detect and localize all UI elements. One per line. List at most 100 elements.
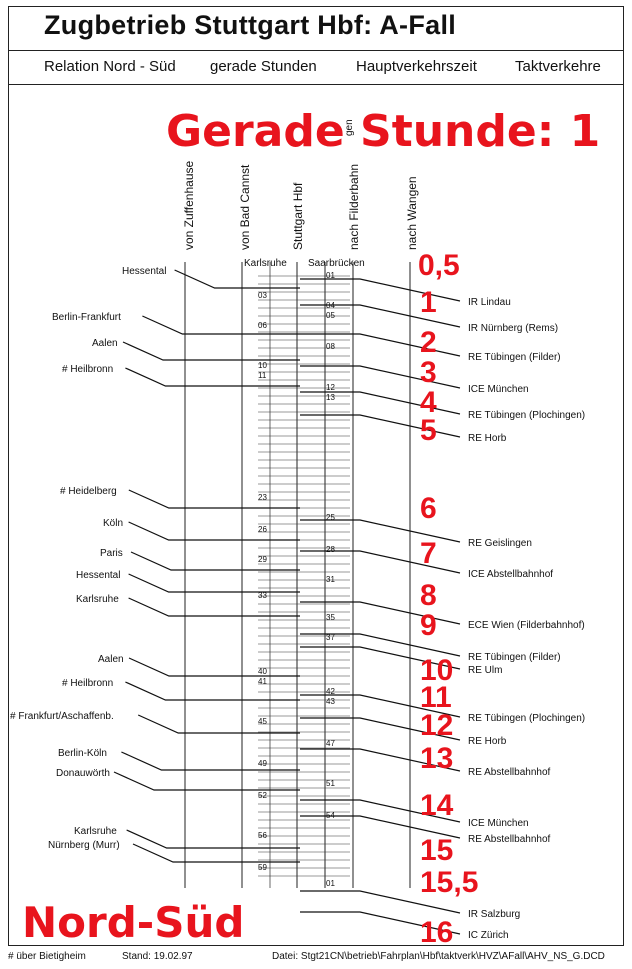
minute-mark: 35 bbox=[326, 613, 335, 622]
train-path-in bbox=[121, 751, 300, 771]
track-label-saarbruecken: Saarbrücken bbox=[308, 258, 365, 269]
minute-mark: 23 bbox=[258, 493, 267, 502]
red-index-number: 4 bbox=[420, 386, 437, 419]
train-path-out bbox=[300, 391, 461, 415]
column-label: nach Wangen bbox=[405, 176, 419, 250]
train-path-in bbox=[128, 573, 300, 593]
train-path-in bbox=[125, 681, 300, 701]
title-divider bbox=[8, 50, 624, 51]
destination-label: ECE Wien (Filderbahnhof) bbox=[468, 620, 585, 631]
train-path-out bbox=[300, 646, 461, 670]
subheader-divider bbox=[8, 84, 624, 85]
page-frame bbox=[8, 6, 624, 946]
red-index-number: 16 bbox=[420, 916, 453, 949]
minute-mark: 37 bbox=[326, 633, 335, 642]
footer-datei: Datei: Stgt21CN\betrieb\Fahrplan\Hbf\tak… bbox=[272, 951, 605, 962]
destination-label: RE Tübingen (Plochingen) bbox=[468, 410, 585, 421]
origin-label: # Heilbronn bbox=[62, 364, 113, 375]
train-path-out bbox=[300, 694, 461, 718]
minute-mark: 49 bbox=[258, 759, 267, 768]
red-index-number: 5 bbox=[420, 414, 437, 447]
minute-mark: 47 bbox=[326, 739, 335, 748]
minute-mark: 42 bbox=[326, 687, 335, 696]
red-index-number: 1 bbox=[420, 286, 437, 319]
train-path-out bbox=[300, 333, 461, 357]
origin-label: Aalen bbox=[92, 338, 118, 349]
zeit-label: Hauptverkehrszeit bbox=[356, 58, 477, 75]
column-label: von Bad Cannst bbox=[238, 164, 252, 250]
minute-mark: 41 bbox=[258, 677, 267, 686]
origin-label: # Frankfurt/Aschaffenb. bbox=[10, 711, 114, 722]
column-label: nach Filderbahn bbox=[347, 164, 361, 250]
track-label-karlsruhe: Karlsruhe bbox=[244, 258, 287, 269]
origin-label: Donauwörth bbox=[56, 768, 110, 779]
destination-label: IC Zürich bbox=[468, 930, 509, 941]
train-path-out bbox=[300, 717, 461, 741]
red-index-number: 7 bbox=[420, 537, 437, 570]
red-index-number: 10 bbox=[420, 654, 453, 687]
minute-mark: 08 bbox=[326, 342, 335, 351]
train-path-out bbox=[300, 799, 461, 823]
minute-mark: 05 bbox=[326, 311, 335, 320]
destination-label: RE Tübingen (Filder) bbox=[468, 352, 561, 363]
origin-label: Hessental bbox=[76, 570, 120, 581]
minute-mark: 33 bbox=[258, 591, 267, 600]
direction-label: Nord-Süd bbox=[22, 898, 245, 947]
column-label: Stuttgart Hbf bbox=[291, 182, 305, 250]
train-path-out bbox=[300, 304, 461, 328]
destination-label: RE Horb bbox=[468, 433, 507, 444]
minute-mark: 52 bbox=[258, 791, 267, 800]
minute-mark: 45 bbox=[258, 717, 267, 726]
red-index-number: 11 bbox=[420, 681, 452, 714]
train-path-in bbox=[128, 521, 300, 541]
minute-mark: 10 bbox=[258, 361, 267, 370]
takt-label: Taktverkehre bbox=[515, 58, 601, 75]
origin-label: Köln bbox=[103, 518, 123, 529]
train-path-in bbox=[128, 657, 300, 677]
train-path-out bbox=[300, 633, 461, 657]
train-path-in bbox=[128, 597, 300, 617]
footer-stand: Stand: 19.02.97 bbox=[122, 951, 193, 962]
destination-label: IR Lindau bbox=[468, 297, 511, 308]
train-path-out bbox=[300, 519, 461, 543]
headline: Gerade Stunde: 1 bbox=[166, 106, 601, 157]
destination-label: RE Tübingen (Plochingen) bbox=[468, 713, 585, 724]
train-path-out bbox=[300, 365, 461, 389]
origin-label: # Heilbronn bbox=[62, 678, 113, 689]
destination-label: RE Tübingen (Filder) bbox=[468, 652, 561, 663]
minute-mark: 01 bbox=[326, 879, 335, 888]
train-path-in bbox=[132, 843, 300, 863]
origin-label: Paris bbox=[100, 548, 123, 559]
minute-mark: 31 bbox=[326, 575, 335, 584]
origin-label: Karlsruhe bbox=[76, 594, 119, 605]
red-index-number: 15 bbox=[420, 834, 453, 867]
minute-mark: 11 bbox=[258, 371, 267, 380]
destination-label: IR Nürnberg (Rems) bbox=[468, 323, 558, 334]
red-index-number: 14 bbox=[420, 789, 454, 822]
minute-mark: 56 bbox=[258, 831, 267, 840]
train-path-in bbox=[128, 489, 300, 509]
minute-mark: 59 bbox=[258, 863, 267, 872]
destination-label: RE Geislingen bbox=[468, 538, 532, 549]
train-path-in bbox=[130, 551, 300, 571]
minute-mark: 12 bbox=[326, 383, 335, 392]
train-path-out bbox=[300, 414, 461, 438]
origin-label: # Heidelberg bbox=[60, 486, 117, 497]
train-path-in bbox=[174, 269, 300, 289]
column-label: von Zuffenhause bbox=[182, 160, 196, 250]
train-path-out bbox=[300, 815, 461, 839]
red-index-number: 15,5 bbox=[420, 866, 478, 899]
origin-label: Berlin-Köln bbox=[58, 748, 107, 759]
train-path-in bbox=[137, 714, 300, 734]
destination-label: IR Salzburg bbox=[468, 909, 520, 920]
stunden-label: gerade Stunden bbox=[210, 58, 317, 75]
red-index-number: 13 bbox=[420, 742, 453, 775]
minute-mark: 26 bbox=[258, 525, 267, 534]
minute-mark: 28 bbox=[326, 545, 335, 554]
minute-mark: 51 bbox=[326, 779, 335, 788]
minute-mark: 25 bbox=[326, 513, 335, 522]
origin-label: Berlin-Frankfurt bbox=[52, 312, 121, 323]
train-path-in bbox=[113, 771, 300, 791]
page-title: Zugbetrieb Stuttgart Hbf: A-Fall bbox=[44, 10, 457, 40]
